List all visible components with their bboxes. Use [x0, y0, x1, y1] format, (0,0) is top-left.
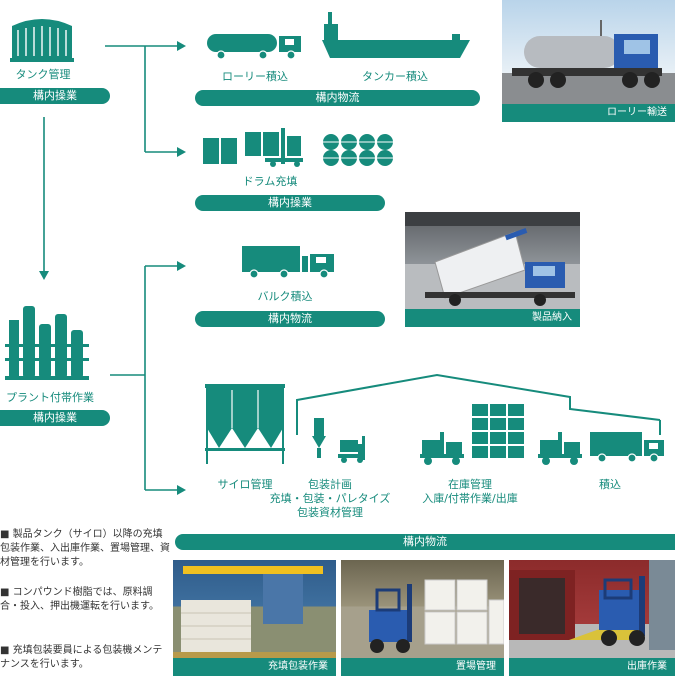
tank-icon [10, 19, 74, 62]
lorry-truck-icon [207, 34, 301, 60]
tank-label: タンク管理 [15, 68, 71, 81]
process-pill: 構内物流 [175, 534, 675, 550]
drum-filling-icon [203, 128, 393, 167]
shipping-truck-icon [590, 432, 664, 463]
plant-pill: 構内操業 [0, 410, 110, 426]
silo-icon [205, 384, 285, 464]
bulk-truck-icon [242, 246, 334, 279]
note-3: ■ 充填包装要員による包装機メンテナンスを行います。 [0, 645, 163, 670]
tanker-ship-icon [322, 12, 470, 58]
stock-forklift-icon [420, 404, 582, 465]
filling-packing-photo: 充填包装作業 [173, 560, 336, 676]
lorry-photo-caption: ローリー輸送 [502, 104, 675, 122]
container-forklift-illustration [509, 560, 675, 650]
lorry-transport-photo: ローリー輸送 [502, 0, 675, 122]
bulk-label: バルク積込 [257, 290, 313, 303]
packing-line3: 包装資材管理 [297, 506, 363, 519]
warehouse-outline [296, 373, 661, 435]
packing-line2: 充填・包装・パレタイズ [269, 492, 391, 505]
tank-truck-illustration [512, 20, 662, 88]
packing-machine-icon [312, 418, 365, 463]
stock-line2: 入庫/付帯作業/出庫 [422, 492, 518, 505]
note-1: ■ 製品タンク（サイロ）以降の充填包装作業、入出庫作業、置場管理、資材管理を行い… [0, 529, 170, 568]
bottom-photo-caption-3: 出庫作業 [509, 658, 675, 676]
drum-pill: 構内操業 [195, 195, 385, 211]
storage-photo: 置場管理 [341, 560, 504, 676]
bottom-photo-caption-1: 充填包装作業 [173, 658, 336, 676]
stock-line1: 在庫管理 [448, 478, 492, 491]
bags-forklift-illustration [369, 579, 504, 653]
bulk-unloading-illustration [405, 212, 580, 306]
shipping-work-photo: 出庫作業 [509, 560, 675, 676]
shipping-label: 積込 [599, 478, 621, 491]
bottom-photo-caption-2: 置場管理 [341, 658, 504, 676]
drum-label: ドラム充填 [242, 175, 298, 188]
product-delivery-photo: 製品納入 [405, 212, 580, 327]
product-photo-caption: 製品納入 [405, 309, 580, 327]
bulk-pill: 構内物流 [195, 311, 385, 327]
packing-line1: 包装計画 [308, 478, 352, 491]
plant-icon [5, 306, 89, 380]
note-2: ■ コンパウンド樹脂では、原料調合・投入、押出機運転を行います。 [0, 587, 159, 612]
plant-label: プラント付帯作業 [6, 391, 94, 404]
tank-pill: 構内操業 [0, 88, 110, 104]
silo-label: サイロ管理 [217, 478, 273, 491]
tanker-loading-label: タンカー積込 [362, 70, 428, 83]
loading-pill: 構内物流 [195, 90, 480, 106]
lorry-loading-label: ローリー積込 [222, 70, 288, 83]
packing-line-illustration [173, 566, 336, 658]
